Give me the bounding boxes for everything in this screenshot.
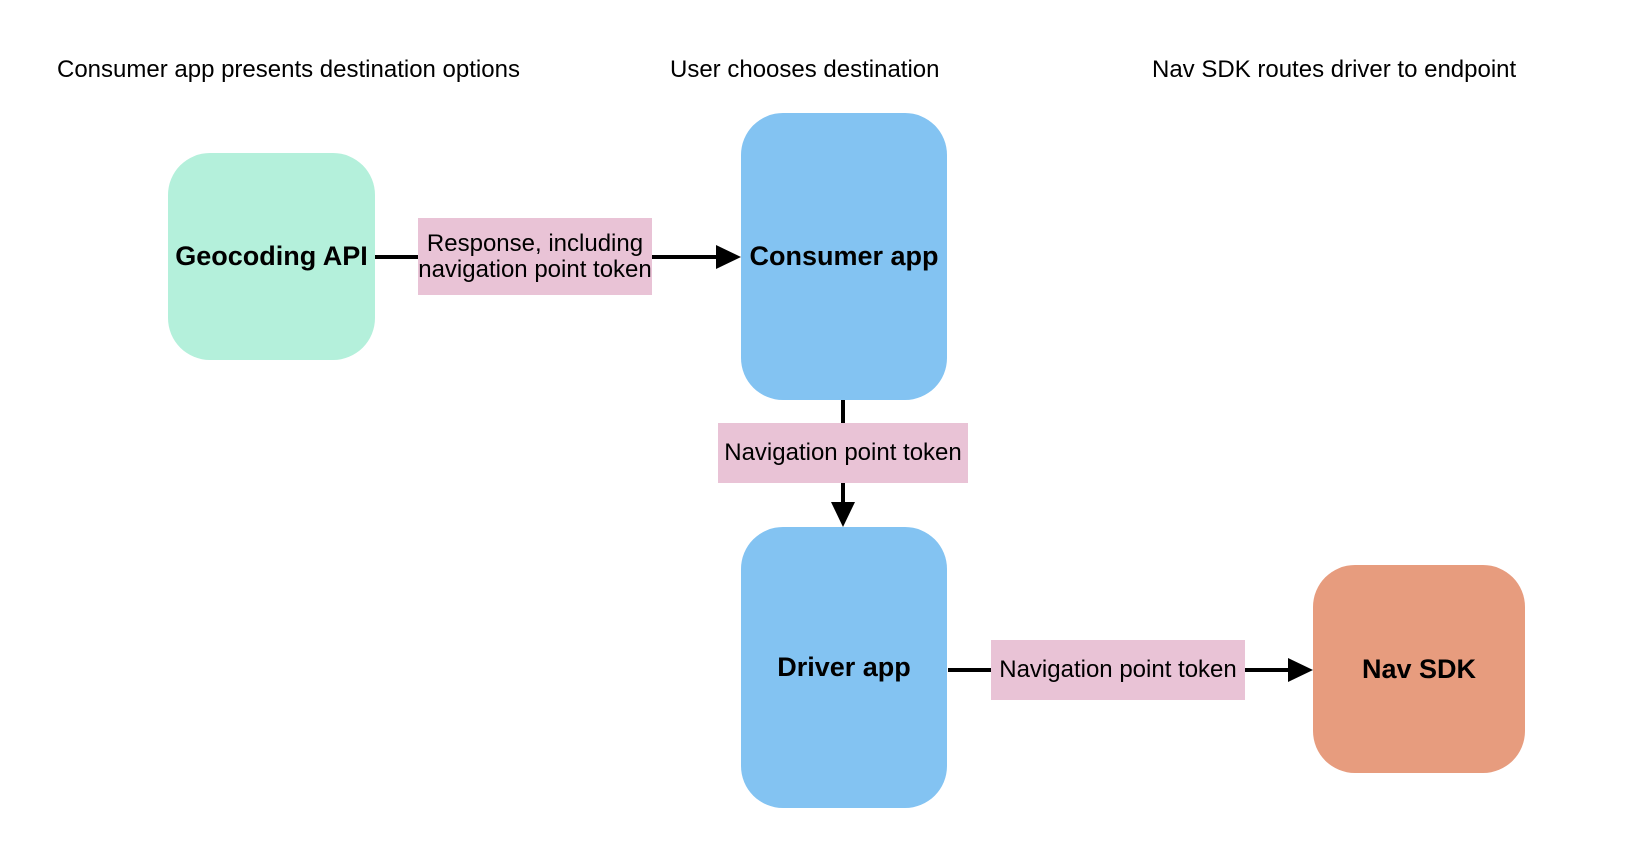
edge-label-response-token: Response, including navigation point tok… [418, 218, 652, 295]
edge-label-navigation-token-horizontal: Navigation point token [991, 640, 1245, 700]
edge-label-navigation-token-vertical: Navigation point token [718, 423, 968, 483]
arrowhead-right-icon [1288, 658, 1313, 682]
node-consumer-app: Consumer app [741, 113, 947, 400]
arrowhead-down-icon [831, 502, 855, 527]
column-header-nav-sdk-routes: Nav SDK routes driver to endpoint [1152, 56, 1517, 83]
arrowhead-right-icon [716, 245, 741, 269]
column-header-consumer-presents: Consumer app presents destination option… [57, 56, 520, 83]
node-driver-app: Driver app [741, 527, 947, 808]
column-header-user-chooses: User chooses destination [670, 56, 940, 83]
node-geocoding-api: Geocoding API [168, 153, 375, 360]
node-nav-sdk: Nav SDK [1313, 565, 1525, 773]
